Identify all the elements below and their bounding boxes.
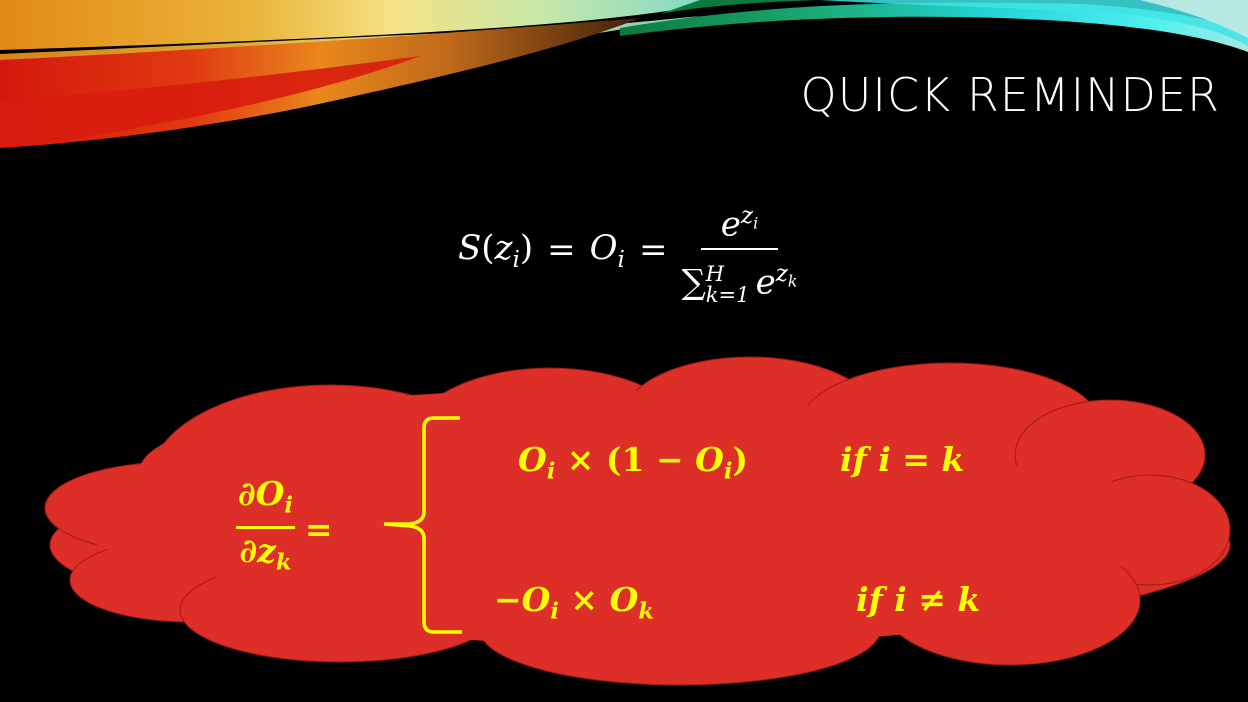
partial-input: ∂z (239, 530, 276, 570)
derivative-fraction: ∂Oi ∂zk (236, 474, 295, 584)
partial-output: ∂O (238, 474, 285, 513)
subscript: i (284, 492, 293, 519)
derivative-lhs: ∂Oi ∂zk = (236, 474, 333, 584)
close-paren: ) (732, 440, 749, 479)
numerator: ezi (700, 194, 779, 250)
variable: O (589, 227, 618, 268)
variable: z (494, 227, 513, 268)
subscript: k (787, 271, 798, 291)
sum-symbol: ∑ (681, 262, 706, 303)
subscript: i (512, 246, 520, 273)
case-unequal-condition: if i ≠ k (856, 580, 981, 619)
sum-upper-limit: H (705, 261, 725, 287)
subscript: i (550, 598, 559, 625)
subscript: i (617, 246, 625, 273)
subscript: i (546, 458, 556, 485)
curly-brace (383, 416, 462, 634)
decorative-swoosh-banner (0, 0, 1248, 148)
variable: O (518, 440, 547, 479)
case-equal-expression: Oi × (1 − Oi) (518, 440, 748, 485)
close-paren: ) (519, 227, 534, 268)
case-equal-condition: if i = k (840, 440, 965, 479)
subscript: i (753, 213, 759, 233)
variable: O (609, 580, 639, 619)
variable: O (695, 440, 724, 479)
sum-lower-limit: k=1 (705, 282, 750, 308)
open-paren: ( (481, 227, 495, 268)
exponent: z (775, 261, 788, 287)
variable: O (521, 580, 551, 619)
minus-sign: − (494, 580, 522, 619)
base: e (720, 204, 741, 244)
base: e (755, 262, 776, 303)
equals-sign: = (547, 230, 576, 270)
case-unequal-expression: −Oi × Ok (494, 580, 654, 625)
subscript: i (723, 458, 733, 485)
function-symbol: S (458, 227, 482, 268)
operator: × (1 − (555, 440, 696, 479)
subscript: k (275, 549, 292, 576)
derivative-denominator: ∂zk (239, 529, 291, 585)
operator: × (558, 580, 610, 619)
derivative-numerator: ∂Oi (236, 474, 295, 529)
equals-sign: = (304, 509, 333, 549)
equals-sign: = (638, 230, 668, 270)
softmax-lhs: S(zi) (458, 228, 533, 273)
exponent: z (740, 202, 754, 229)
output-symbol: Oi (590, 228, 625, 273)
slide-title: QUICK REMINDER (800, 68, 1220, 122)
subscript: k (638, 598, 654, 625)
